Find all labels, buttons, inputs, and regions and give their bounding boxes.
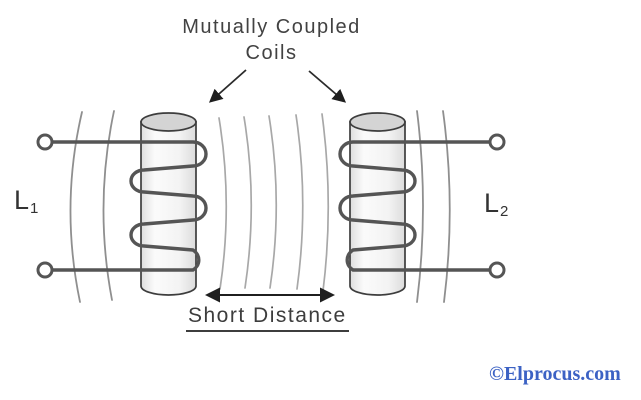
callout-arrow-right: [308, 70, 347, 103]
diagram-title-line1: Mutually Coupled: [182, 16, 361, 38]
flux-lines-right: [416, 110, 451, 303]
flux-lines-left: [69, 110, 115, 303]
terminal-l1-top: [36, 133, 54, 151]
terminal-l2-bottom: [488, 261, 506, 279]
terminal-nodes: [36, 133, 506, 279]
callout-arrow-left: [208, 69, 247, 103]
inductor-label-l2: L2: [484, 188, 509, 220]
diagram-title-line2: Coils: [245, 42, 298, 64]
coil-2-winding: [338, 140, 492, 272]
title-callout-arrows: [208, 69, 347, 103]
flux-lines-between-coils: [218, 113, 330, 292]
coil-1-winding: [50, 140, 208, 272]
elprocus-watermark: ©Elprocus.com: [489, 363, 621, 385]
terminal-l1-bottom: [36, 261, 54, 279]
terminal-l2-top: [488, 133, 506, 151]
inductor-label-l1: L1: [14, 185, 39, 217]
diagram-title: Mutually Coupled Coils: [0, 14, 543, 66]
short-distance-label: Short Distance: [186, 304, 349, 332]
